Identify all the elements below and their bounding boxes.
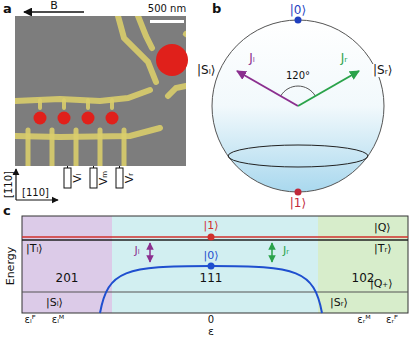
vector-label: Jᵣ xyxy=(341,52,348,65)
gate-electrodes xyxy=(15,16,186,166)
state-label: |1⟩ xyxy=(204,220,219,232)
axis-title: ε xyxy=(208,326,214,338)
state-label: |1⟩ xyxy=(290,197,306,210)
region-label: 201 xyxy=(56,272,79,285)
gap-label: Jᵣ xyxy=(283,245,289,257)
state-label: |0⟩ xyxy=(290,4,306,17)
state-label: |0⟩ xyxy=(204,250,219,262)
energy-level xyxy=(22,236,408,238)
axis-arrow xyxy=(16,199,58,200)
state-label: |Q₊⟩ xyxy=(370,278,392,290)
energy-level xyxy=(22,239,408,241)
plot-frame xyxy=(22,216,408,313)
state-label: |Sₗ⟩ xyxy=(196,64,216,77)
energy-curve xyxy=(100,266,322,313)
gate-voltage: Vᵣ xyxy=(124,173,136,183)
panel-letter: c xyxy=(3,204,11,218)
state-dot xyxy=(295,189,302,196)
tick-label: εₗᴾ xyxy=(25,314,36,325)
state-label: |Sᵣ⟩ xyxy=(330,297,348,309)
bloch-sphere xyxy=(212,20,384,192)
angle-arc xyxy=(281,86,316,96)
panel-letter: a xyxy=(3,2,12,16)
region-fill xyxy=(22,216,112,313)
vector-label: Jₗ xyxy=(249,52,255,65)
state-label: |Sₗ⟩ xyxy=(46,297,63,309)
state-label: |Q⟩ xyxy=(374,222,391,234)
region-label: 111 xyxy=(200,272,223,285)
quantum-dots xyxy=(34,44,189,125)
state-dot xyxy=(295,17,302,24)
panel-letter: b xyxy=(212,2,221,16)
axis-label: [1̄10] xyxy=(3,171,14,198)
tick-label: 0 xyxy=(208,314,214,325)
scale-label: 500 nm xyxy=(148,3,186,14)
tick-label: εᵣᴹ xyxy=(357,314,370,325)
sem-image xyxy=(15,16,186,166)
tick-label: εᵣᴾ xyxy=(386,314,398,325)
state-label: |Tₗ⟩ xyxy=(26,243,43,255)
state-dot xyxy=(208,263,215,270)
axis-arrow xyxy=(15,169,16,200)
latitude-circle xyxy=(228,145,368,167)
region-fill xyxy=(318,216,408,313)
charge-region: 201 xyxy=(22,216,112,313)
region-fill xyxy=(112,216,318,313)
scale-bar xyxy=(150,20,184,23)
field-label: B xyxy=(50,0,58,12)
axis-label: [110] xyxy=(22,187,49,198)
tick-label: εₗᴹ xyxy=(52,314,65,325)
voltage-sources xyxy=(64,166,123,188)
gap-arrow xyxy=(149,243,151,262)
gap-arrow xyxy=(271,243,273,262)
angle-label: 120° xyxy=(286,70,310,81)
gap-label: Jₗ xyxy=(134,245,139,257)
axis-title: Energy xyxy=(5,247,17,286)
state-label: |Tᵣ⟩ xyxy=(374,243,392,255)
state-dot xyxy=(208,234,215,241)
gate-voltage: Vₗ xyxy=(72,173,84,182)
state-label: |Sᵣ⟩ xyxy=(372,64,393,77)
gate-voltage: Vₘ xyxy=(98,171,110,185)
energy-level xyxy=(22,291,408,292)
